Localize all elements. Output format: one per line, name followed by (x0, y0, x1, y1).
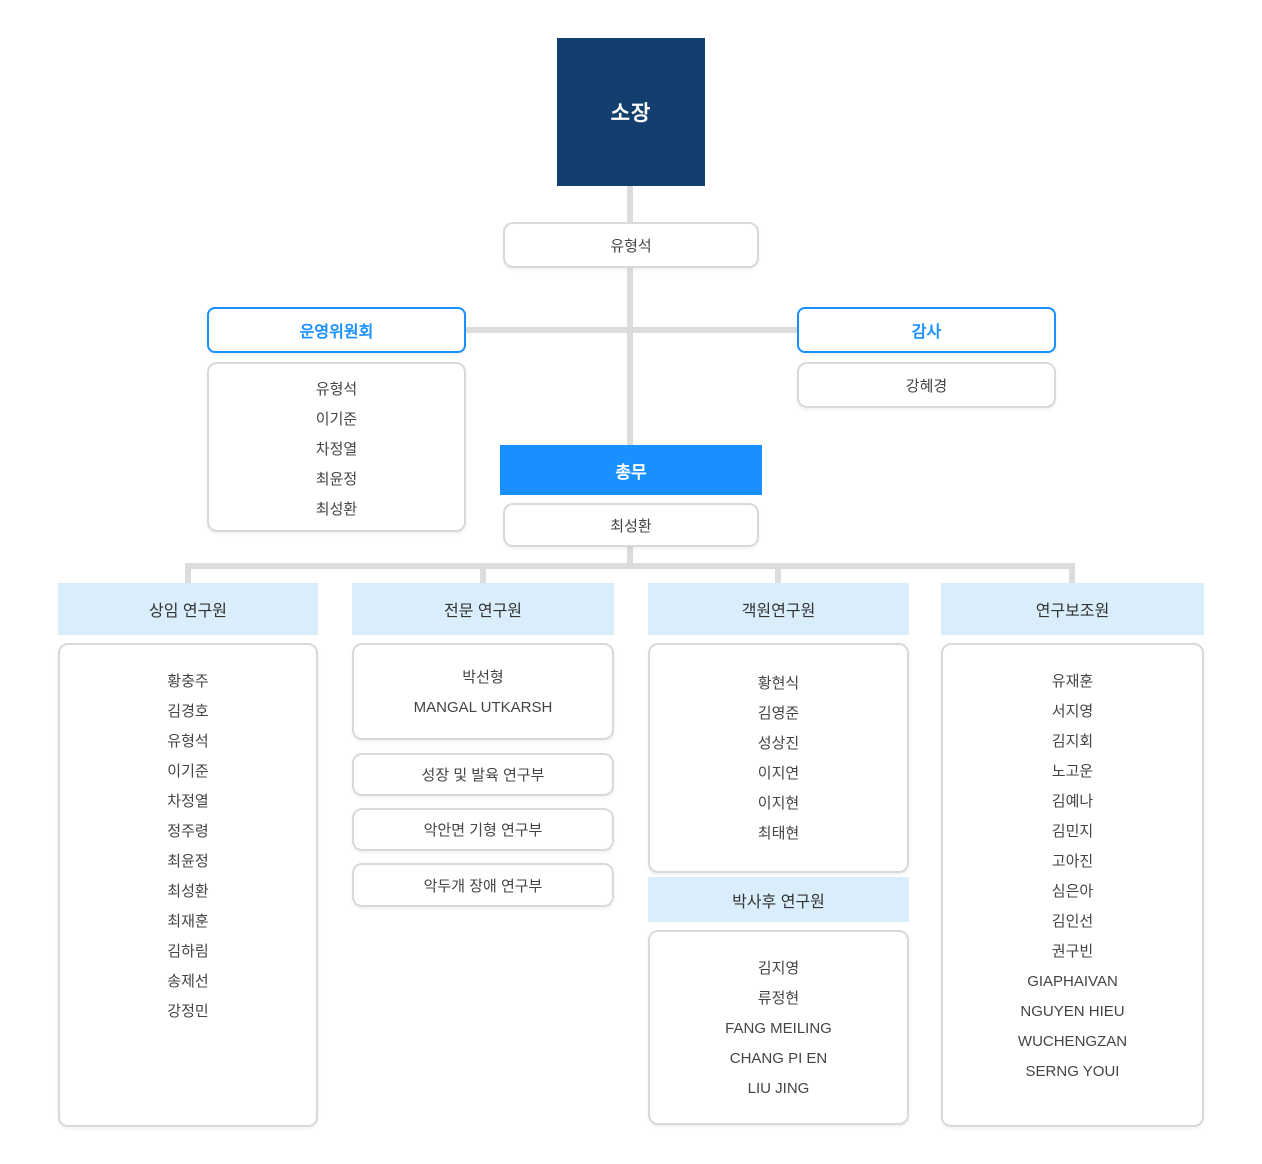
researcher-name: MANGAL UTKARSH (413, 699, 553, 716)
column-header-permanent-researchers: 상임 연구원 (58, 583, 318, 635)
researcher-name: 최윤정 (167, 853, 209, 870)
auditor-name-box: 강혜경 (797, 362, 1056, 408)
column-title: 박사후 연구원 (732, 893, 825, 911)
column-header-specialist-researchers: 전문 연구원 (352, 583, 614, 635)
researcher-name: FANG MEILING (725, 1020, 832, 1037)
researcher-name: 최태현 (757, 825, 800, 842)
researcher-name: 김영준 (757, 705, 800, 722)
researcher-name: GIAPHAIVAN (1027, 973, 1118, 990)
committee-member: 최윤정 (315, 471, 358, 488)
researcher-name: CHANG PI EN (729, 1050, 828, 1067)
researcher-name: 심은아 (1051, 883, 1094, 900)
general-affairs-title-box: 총무 (500, 445, 762, 495)
researcher-name: 정주령 (167, 823, 209, 840)
researcher-name: 이지현 (757, 795, 800, 812)
connector-director-to-name (627, 186, 633, 222)
researcher-name: 성상진 (757, 735, 800, 752)
researcher-name: 서지영 (1051, 703, 1094, 720)
general-affairs-name-box: 최성환 (503, 503, 759, 547)
researcher-name: 강정민 (167, 1003, 209, 1020)
researcher-name: 고아진 (1051, 853, 1094, 870)
committee-member: 최성환 (315, 501, 358, 518)
connector-committee-auditor (466, 327, 797, 333)
auditor-title: 감사 (911, 324, 942, 341)
connector-main-vertical (627, 268, 633, 447)
column-header-research-assistants: 연구보조원 (941, 583, 1204, 635)
general-affairs-title: 총무 (615, 462, 647, 482)
researcher-name: 이지연 (757, 765, 800, 782)
researcher-name: 차정열 (167, 793, 209, 810)
researcher-name: 유형석 (167, 733, 209, 750)
department-box-craniomandibular: 악두개 장애 연구부 (352, 863, 614, 907)
researcher-name: 권구빈 (1051, 943, 1094, 960)
researcher-name: 송제선 (167, 973, 209, 990)
researcher-name: 류정현 (757, 990, 800, 1007)
researcher-name: 최재훈 (167, 913, 209, 930)
department-box-maxillofacial: 악안면 기형 연구부 (352, 808, 614, 851)
director-title: 소장 (610, 102, 652, 125)
specialist-researchers-box: 박선형 MANGAL UTKARSH (352, 643, 614, 740)
connector-stub-col4 (1069, 569, 1075, 583)
director-title-box: 소장 (557, 38, 705, 186)
auditor-name: 강혜경 (905, 377, 948, 395)
researcher-name: 김민지 (1051, 823, 1094, 840)
connector-stub-col2 (480, 569, 486, 583)
department-box-growth: 성장 및 발육 연구부 (352, 753, 614, 796)
researcher-name: WUCHENGZAN (1017, 1033, 1128, 1050)
column-title: 전문 연구원 (443, 603, 523, 620)
researcher-name: 이기준 (167, 763, 209, 780)
researcher-name: LIU JING (747, 1080, 810, 1097)
department-name: 성장 및 발육 연구부 (421, 767, 545, 784)
director-name: 유형석 (610, 237, 652, 255)
general-affairs-name: 최성환 (610, 517, 652, 535)
column-header-postdoc-researchers: 박사후 연구원 (648, 877, 909, 922)
department-name: 악안면 기형 연구부 (423, 822, 543, 839)
researcher-name: 황충주 (167, 673, 209, 690)
column-title: 연구보조원 (1035, 603, 1110, 620)
researcher-name: 노고운 (1051, 763, 1094, 780)
committee-title-box: 운영위원회 (207, 307, 466, 353)
auditor-title-box: 감사 (797, 307, 1056, 353)
researcher-name: 김경호 (167, 703, 209, 720)
researcher-name: 박선형 (462, 669, 504, 686)
researcher-name: 최성환 (167, 883, 209, 900)
researcher-name: 김예나 (1051, 793, 1094, 810)
researcher-name: SERNG YOUI (1025, 1063, 1120, 1080)
connector-stub-col1 (185, 569, 191, 583)
researcher-name: 김지회 (1051, 733, 1094, 750)
researcher-name: 김지영 (757, 960, 800, 977)
researcher-name: 김하림 (167, 943, 209, 960)
researcher-name: 황현식 (757, 675, 800, 692)
researcher-name: NGUYEN HIEU (1020, 1003, 1125, 1020)
connector-stub-col3 (775, 569, 781, 583)
director-name-box: 유형석 (503, 222, 759, 268)
researcher-name: 김인선 (1051, 913, 1094, 930)
committee-title: 운영위원회 (299, 324, 374, 341)
connector-columns-horizontal (185, 563, 1075, 569)
department-name: 악두개 장애 연구부 (423, 877, 543, 895)
committee-member: 유형석 (315, 381, 358, 398)
researcher-name: 유재훈 (1051, 673, 1094, 690)
column-title: 객원연구원 (741, 603, 816, 620)
committee-member: 차정열 (315, 441, 358, 458)
column-title: 상임 연구원 (148, 603, 228, 620)
committee-member: 이기준 (315, 411, 358, 428)
column-header-visiting-researchers: 객원연구원 (648, 583, 909, 635)
connector-ga-stub (627, 547, 633, 563)
